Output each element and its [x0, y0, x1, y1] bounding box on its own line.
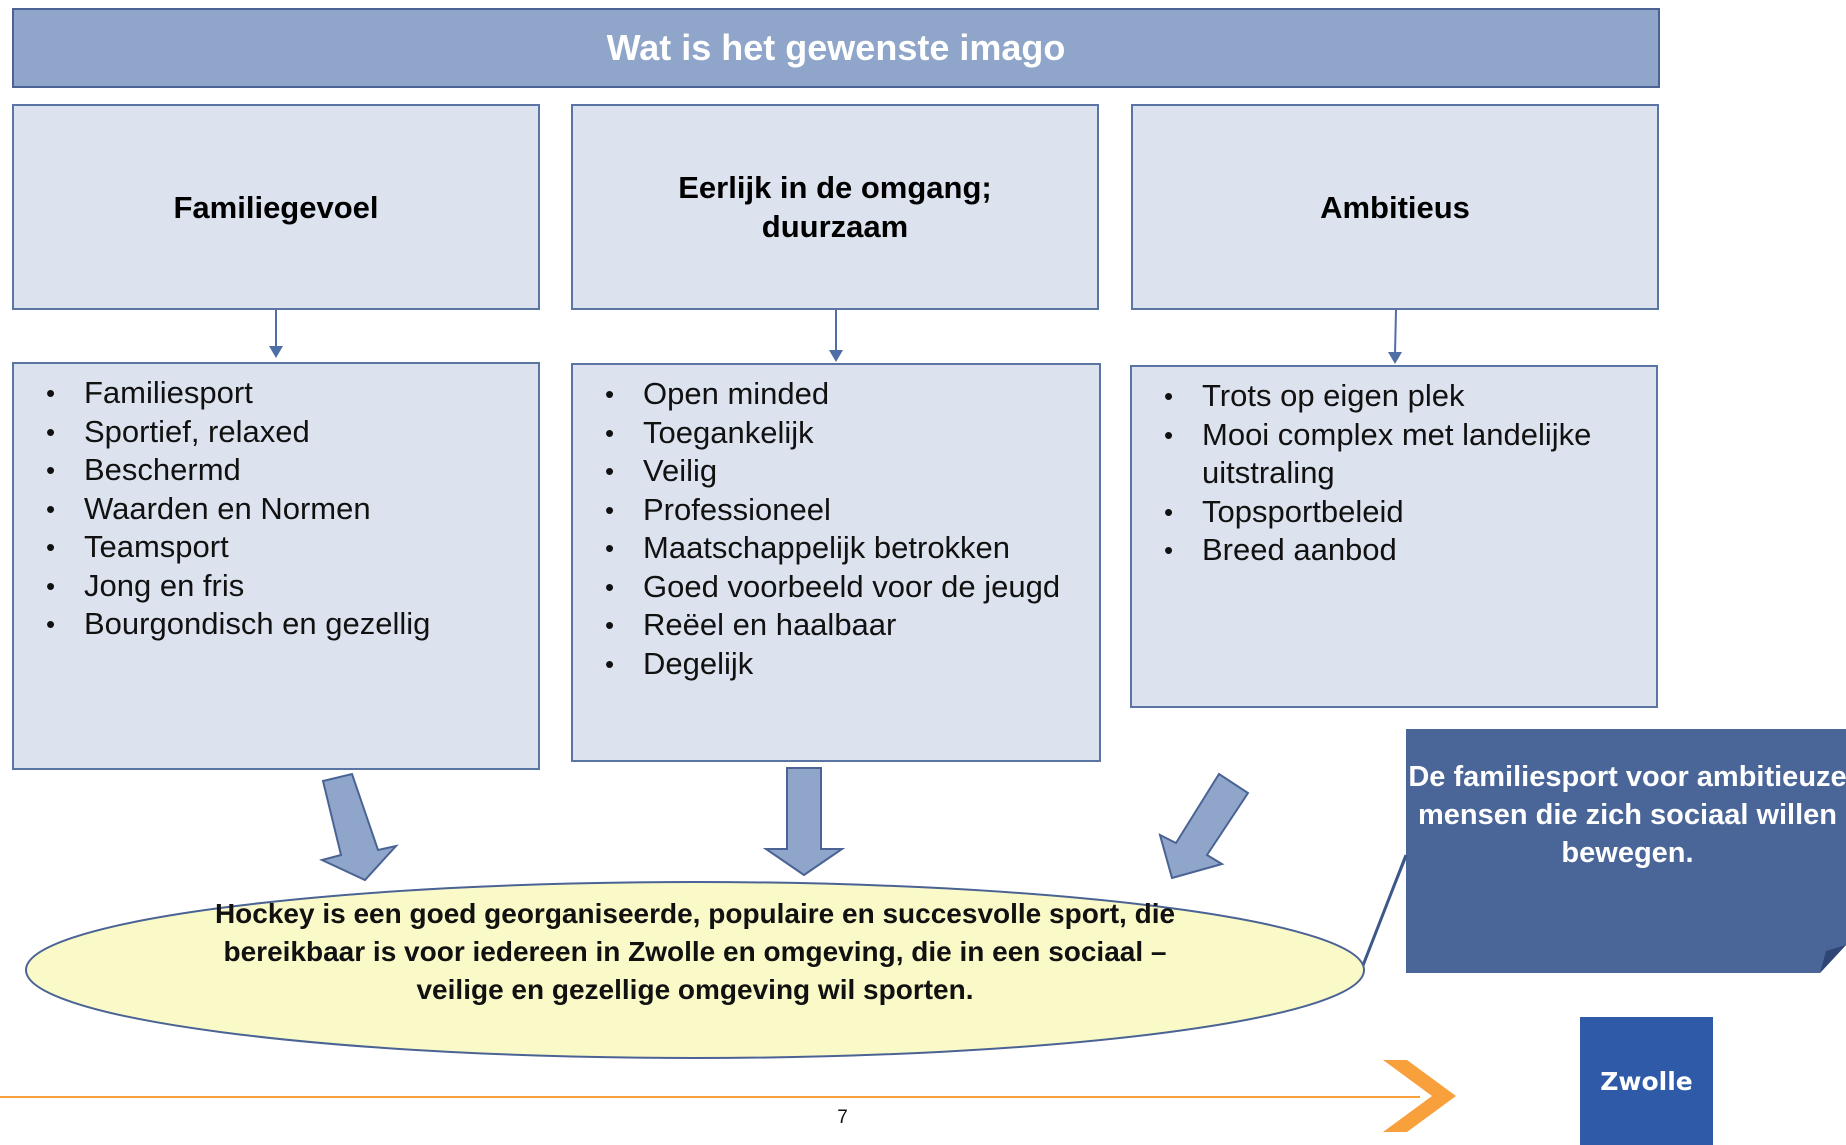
block-arrow-center	[762, 767, 846, 877]
chevron-right-icon	[1383, 1060, 1456, 1132]
trait-list: Trots op eigen plek Mooi complex met lan…	[1150, 377, 1646, 570]
connector-arrow-1	[269, 310, 283, 358]
heading-label: Familiegevoel	[173, 189, 379, 225]
block-arrow-right	[1158, 772, 1250, 880]
connector-arrow-3	[1388, 309, 1402, 364]
callout-shape	[1360, 729, 1846, 973]
logo-text: Zwolle	[1600, 1066, 1693, 1096]
list-item: Waarden en Normen	[32, 490, 528, 529]
connector-arrow-2	[829, 310, 843, 362]
callout-text: De familiesport voor ambitieuze mensen d…	[1408, 761, 1846, 869]
heading-box-familiegevoel: Familiegevoel	[12, 104, 540, 310]
page-number: 7	[837, 1107, 848, 1128]
trait-list: Open minded Toegankelijk Veilig Professi…	[591, 375, 1089, 683]
heading-box-eerlijk: Eerlijk in de omgang; duurzaam	[571, 104, 1099, 310]
list-item: Teamsport	[32, 528, 528, 567]
list-item: Toegankelijk	[591, 414, 1089, 453]
list-box-familiegevoel: Familiesport Sportief, relaxed Beschermd…	[12, 362, 540, 770]
list-item: Professioneel	[591, 491, 1089, 530]
heading-box-ambitieus: Ambitieus	[1131, 104, 1659, 310]
block-arrow-left	[319, 772, 399, 882]
list-item: Mooi complex met landelijke uitstraling	[1150, 416, 1646, 493]
list-item: Maatschappelijk betrokken	[591, 529, 1089, 568]
list-item: Bourgondisch en gezellig	[32, 605, 528, 644]
list-item: Open minded	[591, 375, 1089, 414]
list-item: Veilig	[591, 452, 1089, 491]
trait-list: Familiesport Sportief, relaxed Beschermd…	[32, 374, 528, 644]
list-box-ambitieus: Trots op eigen plek Mooi complex met lan…	[1130, 365, 1658, 708]
list-item: Jong en fris	[32, 567, 528, 606]
zwolle-logo: Zwolle	[1580, 1017, 1713, 1145]
list-item: Breed aanbod	[1150, 531, 1646, 570]
list-item: Familiesport	[32, 374, 528, 413]
list-item: Reëel en haalbaar	[591, 606, 1089, 645]
heading-label: Eerlijk in de omgang; duurzaam	[678, 170, 992, 244]
page-title: Wat is het gewenste imago	[12, 8, 1660, 88]
conclusion-text: Hockey is een goed georganiseerde, popul…	[214, 898, 1176, 1005]
list-box-eerlijk: Open minded Toegankelijk Veilig Professi…	[571, 363, 1101, 762]
list-item: Trots op eigen plek	[1150, 377, 1646, 416]
list-item: Sportief, relaxed	[32, 413, 528, 452]
heading-label: Ambitieus	[1320, 189, 1470, 225]
list-item: Beschermd	[32, 451, 528, 490]
list-item: Degelijk	[591, 645, 1089, 684]
conclusion-ellipse	[25, 881, 1365, 1059]
list-item: Goed voorbeeld voor de jeugd	[591, 568, 1089, 607]
list-item: Topsportbeleid	[1150, 493, 1646, 532]
